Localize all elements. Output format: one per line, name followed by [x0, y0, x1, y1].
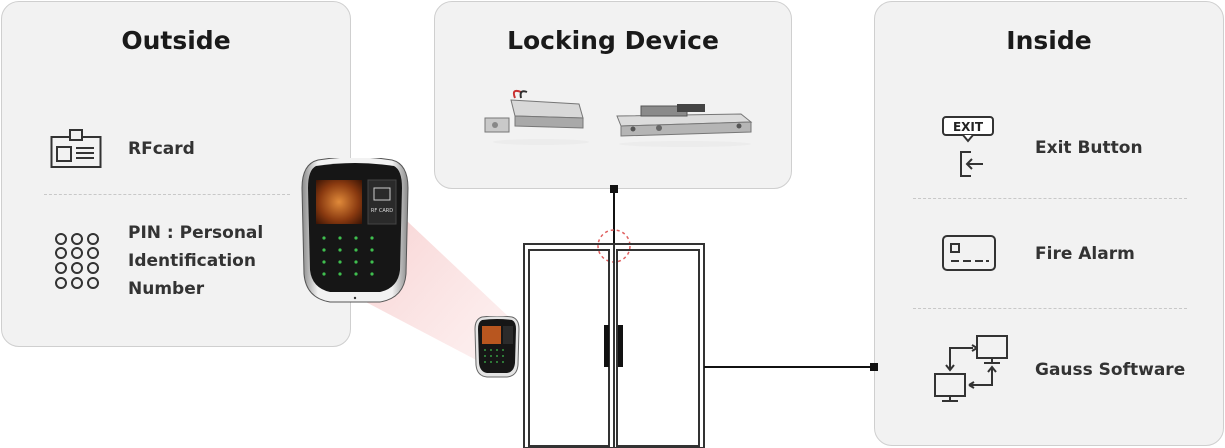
keypad-icon — [54, 232, 100, 294]
reader-rf-card-text: RF CARD — [371, 208, 393, 214]
outside-title: Outside — [121, 26, 231, 55]
pin-label: PIN : Personal Identification Number — [128, 219, 263, 303]
locking-device-title: Locking Device — [507, 26, 719, 55]
bolt-lock-icon — [471, 86, 591, 150]
left-door-handle — [604, 325, 609, 367]
inside-title: Inside — [1006, 26, 1092, 55]
pin-label-line-3: Number — [128, 279, 205, 299]
exit-sign-text: EXIT — [953, 120, 984, 134]
id-card-icon — [50, 128, 102, 174]
fire-alarm-icon — [941, 234, 997, 278]
fingerprint-reader-small — [474, 315, 520, 382]
double-door — [523, 243, 705, 448]
right-door-handle — [618, 325, 623, 367]
fingerprint-reader-device: RF CARD — [300, 156, 410, 308]
exit-button-icon: EXIT — [941, 114, 997, 184]
pin-label-line-1: PIN : Personal — [128, 223, 264, 243]
pin-label-line-2: Identification — [128, 251, 256, 271]
exit-button-label: Exit Button — [1035, 138, 1143, 158]
electric-strike-icon — [611, 98, 756, 152]
inside-connection-node — [870, 363, 878, 371]
rfcard-label: RFcard — [128, 139, 195, 159]
inside-divider-1 — [913, 198, 1187, 199]
gauss-software-label: Gauss Software — [1035, 360, 1186, 380]
network-computers-icon — [931, 334, 1013, 410]
locking-device-panel: Locking Device — [434, 1, 792, 189]
outside-panel: Outside RFcard PIN : Personal Identifica… — [1, 1, 351, 347]
outside-divider — [44, 194, 290, 195]
inside-panel: Inside EXIT Exit Button Fire Alarm — [874, 1, 1224, 446]
fire-alarm-label: Fire Alarm — [1035, 244, 1135, 264]
inside-divider-2 — [913, 308, 1187, 309]
lock-connection-node — [610, 185, 618, 193]
